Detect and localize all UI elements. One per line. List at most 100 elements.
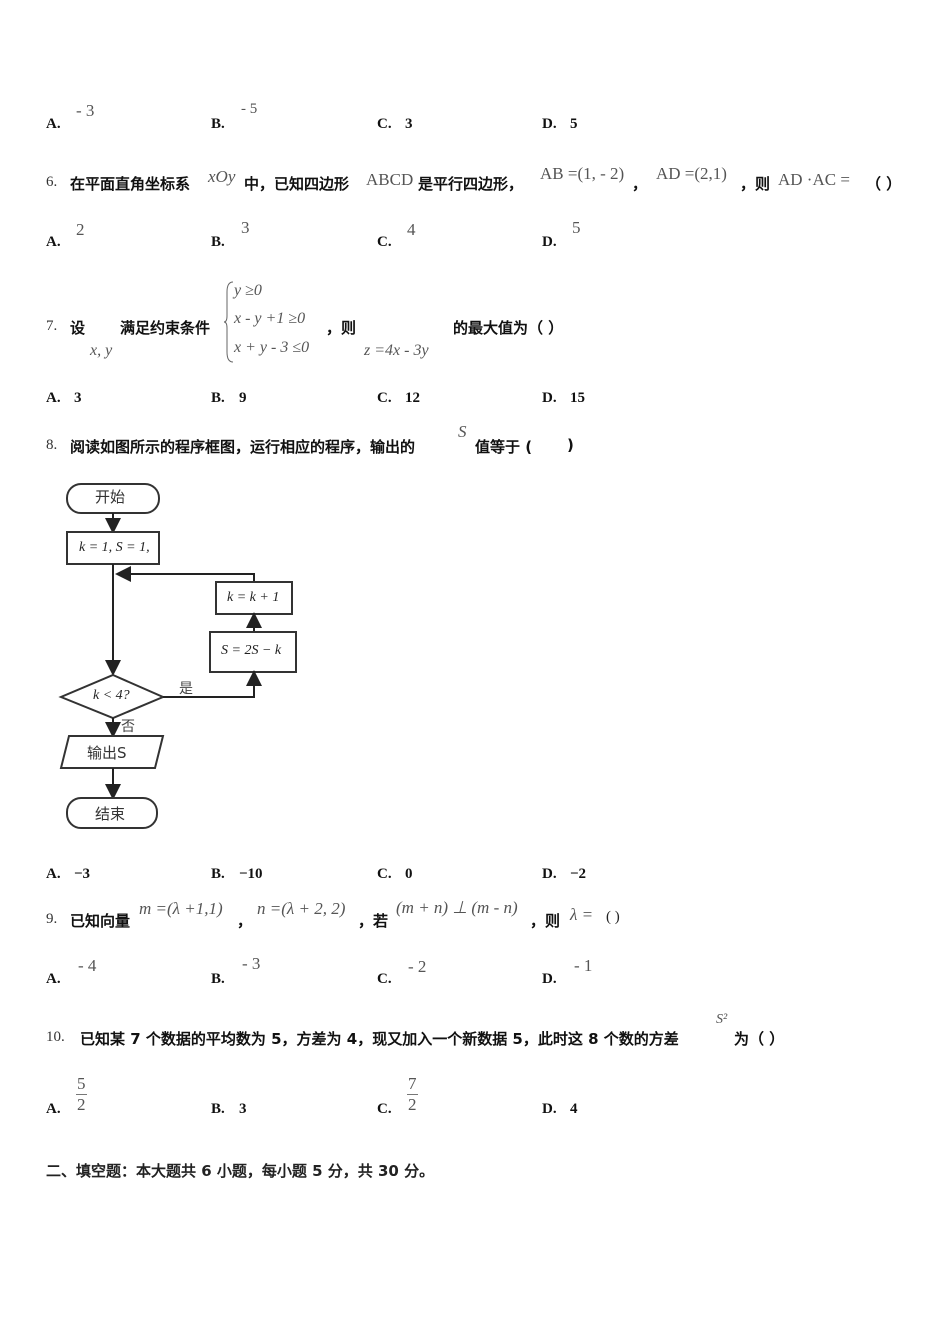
q8-option-b-label: B. <box>211 866 225 882</box>
q7-objective: z =4x - 3y <box>364 342 429 359</box>
q7-option-d-label: D. <box>542 390 557 406</box>
q10-option-a-numerator: 5 <box>76 1074 87 1095</box>
q5-option-c-value: 3 <box>405 116 413 132</box>
q6-option-c-label: C. <box>377 234 392 250</box>
q5-option-d-label: D. <box>542 116 557 132</box>
q6-math-ad: AD =(2,1) <box>656 164 727 183</box>
q7-constraint-2: x - y +1 ≥0 <box>234 310 306 327</box>
q9-option-c-value: - 2 <box>408 957 427 976</box>
q10-option-a-fraction: 5 2 <box>76 1074 87 1115</box>
flowchart-end: 结束 <box>95 805 126 823</box>
q6-option-b-label: B. <box>211 234 225 250</box>
flowchart-condition: k < 4? <box>93 688 130 703</box>
q6-text-2: 中，已知四边形 <box>244 175 350 193</box>
section-2-title: 二、填空题：本大题共 6 小题，每小题 5 分，共 30 分。 <box>46 1162 435 1180</box>
q10-math-s2: S² <box>716 1012 728 1027</box>
q7-vars: x, y <box>90 342 113 359</box>
q10-number: 10. <box>46 1029 65 1045</box>
q8-option-c-label: C. <box>377 866 392 882</box>
q10-option-b-label: B. <box>211 1101 225 1117</box>
q7-constraint-3: x + y - 3 ≤0 <box>234 339 310 356</box>
flowchart-lines <box>58 483 297 829</box>
q7-option-b-value: 9 <box>239 390 247 406</box>
q5-option-d-value: 5 <box>570 116 578 132</box>
q6-option-a-label: A. <box>46 234 61 250</box>
q10-option-c-denominator: 2 <box>408 1095 417 1114</box>
q7-option-c-value: 12 <box>405 390 420 406</box>
q8-option-a-label: A. <box>46 866 61 882</box>
q7-option-c-label: C. <box>377 390 392 406</box>
q7-option-a-value: 3 <box>74 390 82 406</box>
q6-math-ab: AB =(1, - 2) <box>540 164 625 183</box>
q7-option-d-value: 15 <box>570 390 585 406</box>
q9-option-d-label: D. <box>542 971 557 987</box>
q6-option-d-label: D. <box>542 234 557 250</box>
q10-option-b-value: 3 <box>239 1101 247 1117</box>
q7-constraint-1: y ≥0 <box>234 282 262 299</box>
q9-text-1: 已知向量 <box>70 912 131 930</box>
q9-option-a-value: - 4 <box>78 956 97 975</box>
flowchart-no-label: 否 <box>121 719 135 735</box>
q6-math-xoy: xOy <box>208 167 236 186</box>
q8-text-3: ) <box>567 436 574 454</box>
q5-option-c-label: C. <box>377 116 392 132</box>
q8-var-s: S <box>458 422 467 441</box>
q8-option-b-value: −10 <box>239 866 263 882</box>
flowchart-init: k = 1, S = 1, <box>79 540 150 555</box>
flowchart-update-s: S = 2S − k <box>221 643 282 658</box>
q6-text-1: 在平面直角坐标系 <box>70 175 191 193</box>
q5-option-b-label: B. <box>211 116 225 132</box>
flowchart-output: 输出S <box>87 744 127 762</box>
q9-option-c-label: C. <box>377 971 392 987</box>
q10-text-2: 为（ ） <box>734 1030 785 1048</box>
q9-text-3: ，则 <box>530 912 561 930</box>
q8-text-2: 值等于 ( <box>475 438 533 456</box>
q9-option-b-label: B. <box>211 971 225 987</box>
q7-text-3: ，则 <box>326 319 357 337</box>
q6-option-b-value: 3 <box>241 218 250 237</box>
q10-option-a-label: A. <box>46 1101 61 1117</box>
q8-option-a-value: −3 <box>74 866 91 882</box>
q8-number: 8. <box>46 437 58 453</box>
q7-option-a-label: A. <box>46 390 61 406</box>
q9-comma: ， <box>237 912 253 930</box>
q10-option-c-label: C. <box>377 1101 392 1117</box>
brace-icon <box>224 281 234 363</box>
q9-math-lambda: λ = <box>570 905 594 924</box>
q6-option-c-value: 4 <box>407 220 416 239</box>
q7-option-b-label: B. <box>211 390 225 406</box>
q6-option-a-value: 2 <box>76 220 85 239</box>
q6-paren: （ ） <box>866 175 902 193</box>
flowchart-update-k: k = k + 1 <box>227 590 280 605</box>
q10-option-d-value: 4 <box>570 1101 578 1117</box>
flowchart-start: 开始 <box>95 488 126 506</box>
q9-math-n: n =(λ + 2, 2) <box>257 899 346 918</box>
q9-number: 9. <box>46 911 58 927</box>
q6-math-expr: AD ·AC = <box>778 170 850 189</box>
q9-text-2: ，若 <box>358 912 389 930</box>
q6-text-4: ，则 <box>740 175 771 193</box>
q6-comma: ， <box>632 175 648 193</box>
q7-text-2: 满足约束条件 <box>120 319 211 337</box>
q9-math-m: m =(λ +1,1) <box>139 899 223 918</box>
q6-option-d-value: 5 <box>572 218 581 237</box>
q10-option-c-fraction: 7 2 <box>407 1074 418 1115</box>
q10-text-1: 已知某 7 个数据的平均数为 5，方差为 4，现又加入一个新数据 5，此时这 8… <box>80 1030 679 1048</box>
q5-option-a-value: - 3 <box>76 101 95 120</box>
q6-text-3: 是平行四边形， <box>418 175 524 193</box>
q6-math-abcd: ABCD <box>366 170 414 189</box>
q8-option-d-label: D. <box>542 866 557 882</box>
q7-text-1: 设 <box>70 319 86 337</box>
q9-math-cond: (m + n) ⊥ (m - n) <box>396 898 518 917</box>
flowchart: 开始 k = 1, S = 1, k = k + 1 S = 2S − k k … <box>55 478 315 838</box>
q5-option-a-label: A. <box>46 116 61 132</box>
q7-text-4: 的最大值为（ ） <box>453 319 564 337</box>
q7-number: 7. <box>46 318 58 334</box>
q10-option-a-denominator: 2 <box>77 1095 86 1114</box>
q10-option-c-numerator: 7 <box>407 1074 418 1095</box>
q6-number: 6. <box>46 174 58 190</box>
q8-text-1: 阅读如图所示的程序框图，运行相应的程序，输出的 <box>70 438 416 456</box>
q10-option-d-label: D. <box>542 1101 557 1117</box>
q9-paren: ( ) <box>606 909 620 925</box>
q8-option-d-value: −2 <box>570 866 587 882</box>
